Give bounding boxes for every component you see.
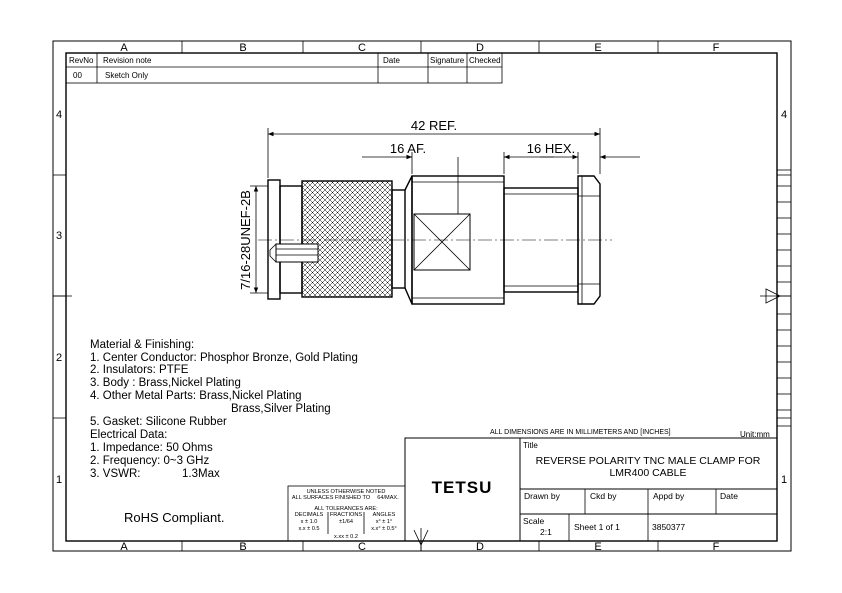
rev-row-note: Sketch Only	[105, 71, 148, 80]
title-label: Title	[523, 441, 538, 450]
zone-col-c-bottom: C	[358, 541, 366, 553]
zone-col-a-top: A	[120, 42, 128, 54]
dimension-overall: 42 REF.	[267, 118, 601, 178]
rev-row-revno: 00	[73, 71, 82, 80]
zone-col-f-bottom: F	[713, 541, 720, 553]
tolerance-block: UNLESS OTHERWISE NOTED ALL SURFACES FINI…	[287, 485, 406, 542]
dimension-thread: 7/16-28UNEF-2B	[238, 185, 268, 294]
dim-af-label: 16 AF.	[390, 141, 426, 156]
side-ruler	[777, 169, 791, 427]
notes-line-12: 1.3Max	[182, 468, 220, 480]
company-logo-text: TETSU	[432, 478, 493, 497]
wrench-flat	[413, 213, 471, 271]
material-notes: Material & Finishing: 1. Center Conducto…	[90, 339, 358, 480]
notes-line-7: 5. Gasket: Silicone Rubber	[90, 416, 227, 428]
rev-header-note: Revision note	[103, 56, 152, 65]
tol-decimal-1: x ± 1.0	[301, 519, 318, 525]
zone-row-3-left: 3	[56, 230, 62, 242]
rev-header-checked: Checked	[469, 56, 501, 65]
notes-line-10: 2. Frequency: 0~3 GHz	[90, 455, 209, 467]
title-line-1: REVERSE POLARITY TNC MALE CLAMP FOR	[536, 455, 761, 467]
hex-clamp-nut	[577, 175, 601, 305]
zone-col-a-bottom: A	[120, 541, 128, 553]
zone-col-d-top: D	[476, 42, 484, 54]
notes-line-4: 3. Body : Brass,Nickel Plating	[90, 377, 241, 389]
tol-angle-2: x.x° ± 0.5°	[371, 526, 397, 532]
zone-col-e-top: E	[594, 42, 601, 54]
zone-col-d-bottom: D	[476, 541, 484, 553]
units-note: ALL DIMENSIONS ARE IN MILLIMETERS AND [I…	[490, 429, 671, 436]
notes-line-3: 2. Insulators: PTFE	[90, 364, 189, 376]
centering-marks	[53, 288, 791, 551]
rev-header-date: Date	[383, 56, 400, 65]
rohs-note: RoHS Compliant.	[124, 510, 224, 525]
tol-angle-1: x° ± 1°	[376, 519, 393, 525]
zone-col-b-bottom: B	[239, 541, 246, 553]
revision-table: RevNo Revision note Date Signature Check…	[65, 52, 503, 84]
scale-label: Scale	[523, 516, 545, 526]
ckd-by-label: Ckd by	[590, 491, 617, 501]
appd-by-label: Appd by	[653, 491, 685, 501]
dim-overall-label: 42 REF.	[411, 118, 457, 133]
date-label: Date	[720, 491, 738, 501]
zone-col-e-bottom: E	[594, 541, 601, 553]
title-block: TETSU Title REVERSE POLARITY TNC MALE CL…	[404, 437, 778, 542]
zone-row-2-left: 2	[56, 352, 62, 364]
tol-line-2: ALL SURFACES FINISHED TO	[292, 495, 371, 501]
connector-drawing	[258, 175, 612, 305]
notes-line-2: 1. Center Conductor: Phosphor Bronze, Go…	[90, 352, 358, 364]
zone-row-1-left: 1	[56, 474, 62, 486]
sheet-number: Sheet 1 of 1	[574, 522, 620, 532]
tol-fraction-1: ±1/64	[339, 519, 353, 525]
knurled-coupling-nut	[301, 180, 393, 298]
zone-col-b-top: B	[239, 42, 246, 54]
notes-line-6: Brass,Silver Plating	[231, 403, 331, 415]
zone-row-1-right: 1	[781, 474, 787, 486]
notes-line-9: 1. Impedance: 50 Ohms	[90, 442, 213, 454]
dim-thread-label: 7/16-28UNEF-2B	[238, 190, 253, 290]
tol-col-fractions: FRACTIONS	[330, 512, 363, 518]
dimension-hex: 16 HEX.	[527, 141, 640, 174]
notes-line-5: 4. Other Metal Parts: Brass,Nickel Plati…	[90, 390, 302, 402]
zone-row-4-right: 4	[781, 109, 787, 121]
rev-header-signature: Signature	[430, 56, 465, 65]
tol-heading: ALL TOLERANCES ARE:	[314, 506, 378, 512]
tol-decimal-3: x.xx ± 0.2	[334, 534, 358, 540]
title-line-2: LMR400 CABLE	[609, 467, 686, 479]
scale-value: 2:1	[540, 527, 552, 537]
zone-col-f-top: F	[713, 42, 720, 54]
zone-col-c-top: C	[358, 42, 366, 54]
drawn-by-label: Drawn by	[524, 491, 561, 501]
notes-line-11: 3. VSWR:	[90, 468, 140, 480]
part-number: 3850377	[652, 522, 685, 532]
tol-decimal-2: x.x ± 0.5	[298, 526, 319, 532]
rev-header-revno: RevNo	[69, 56, 94, 65]
dimension-af: 16 AF.	[362, 141, 554, 214]
zone-row-4-left: 4	[56, 109, 62, 121]
notes-line-8: Electrical Data:	[90, 429, 167, 441]
unit-label: Unit:mm	[740, 430, 770, 439]
tol-line-1: UNLESS OTHERWISE NOTED	[307, 489, 386, 495]
notes-line-1: Material & Finishing:	[90, 339, 194, 351]
tol-col-decimals: DECIMALS	[295, 512, 324, 518]
tol-finish: 64/MAX.	[377, 495, 399, 501]
dim-hex-label: 16 HEX.	[527, 141, 575, 156]
tol-col-angles: ANGLES	[373, 512, 396, 518]
